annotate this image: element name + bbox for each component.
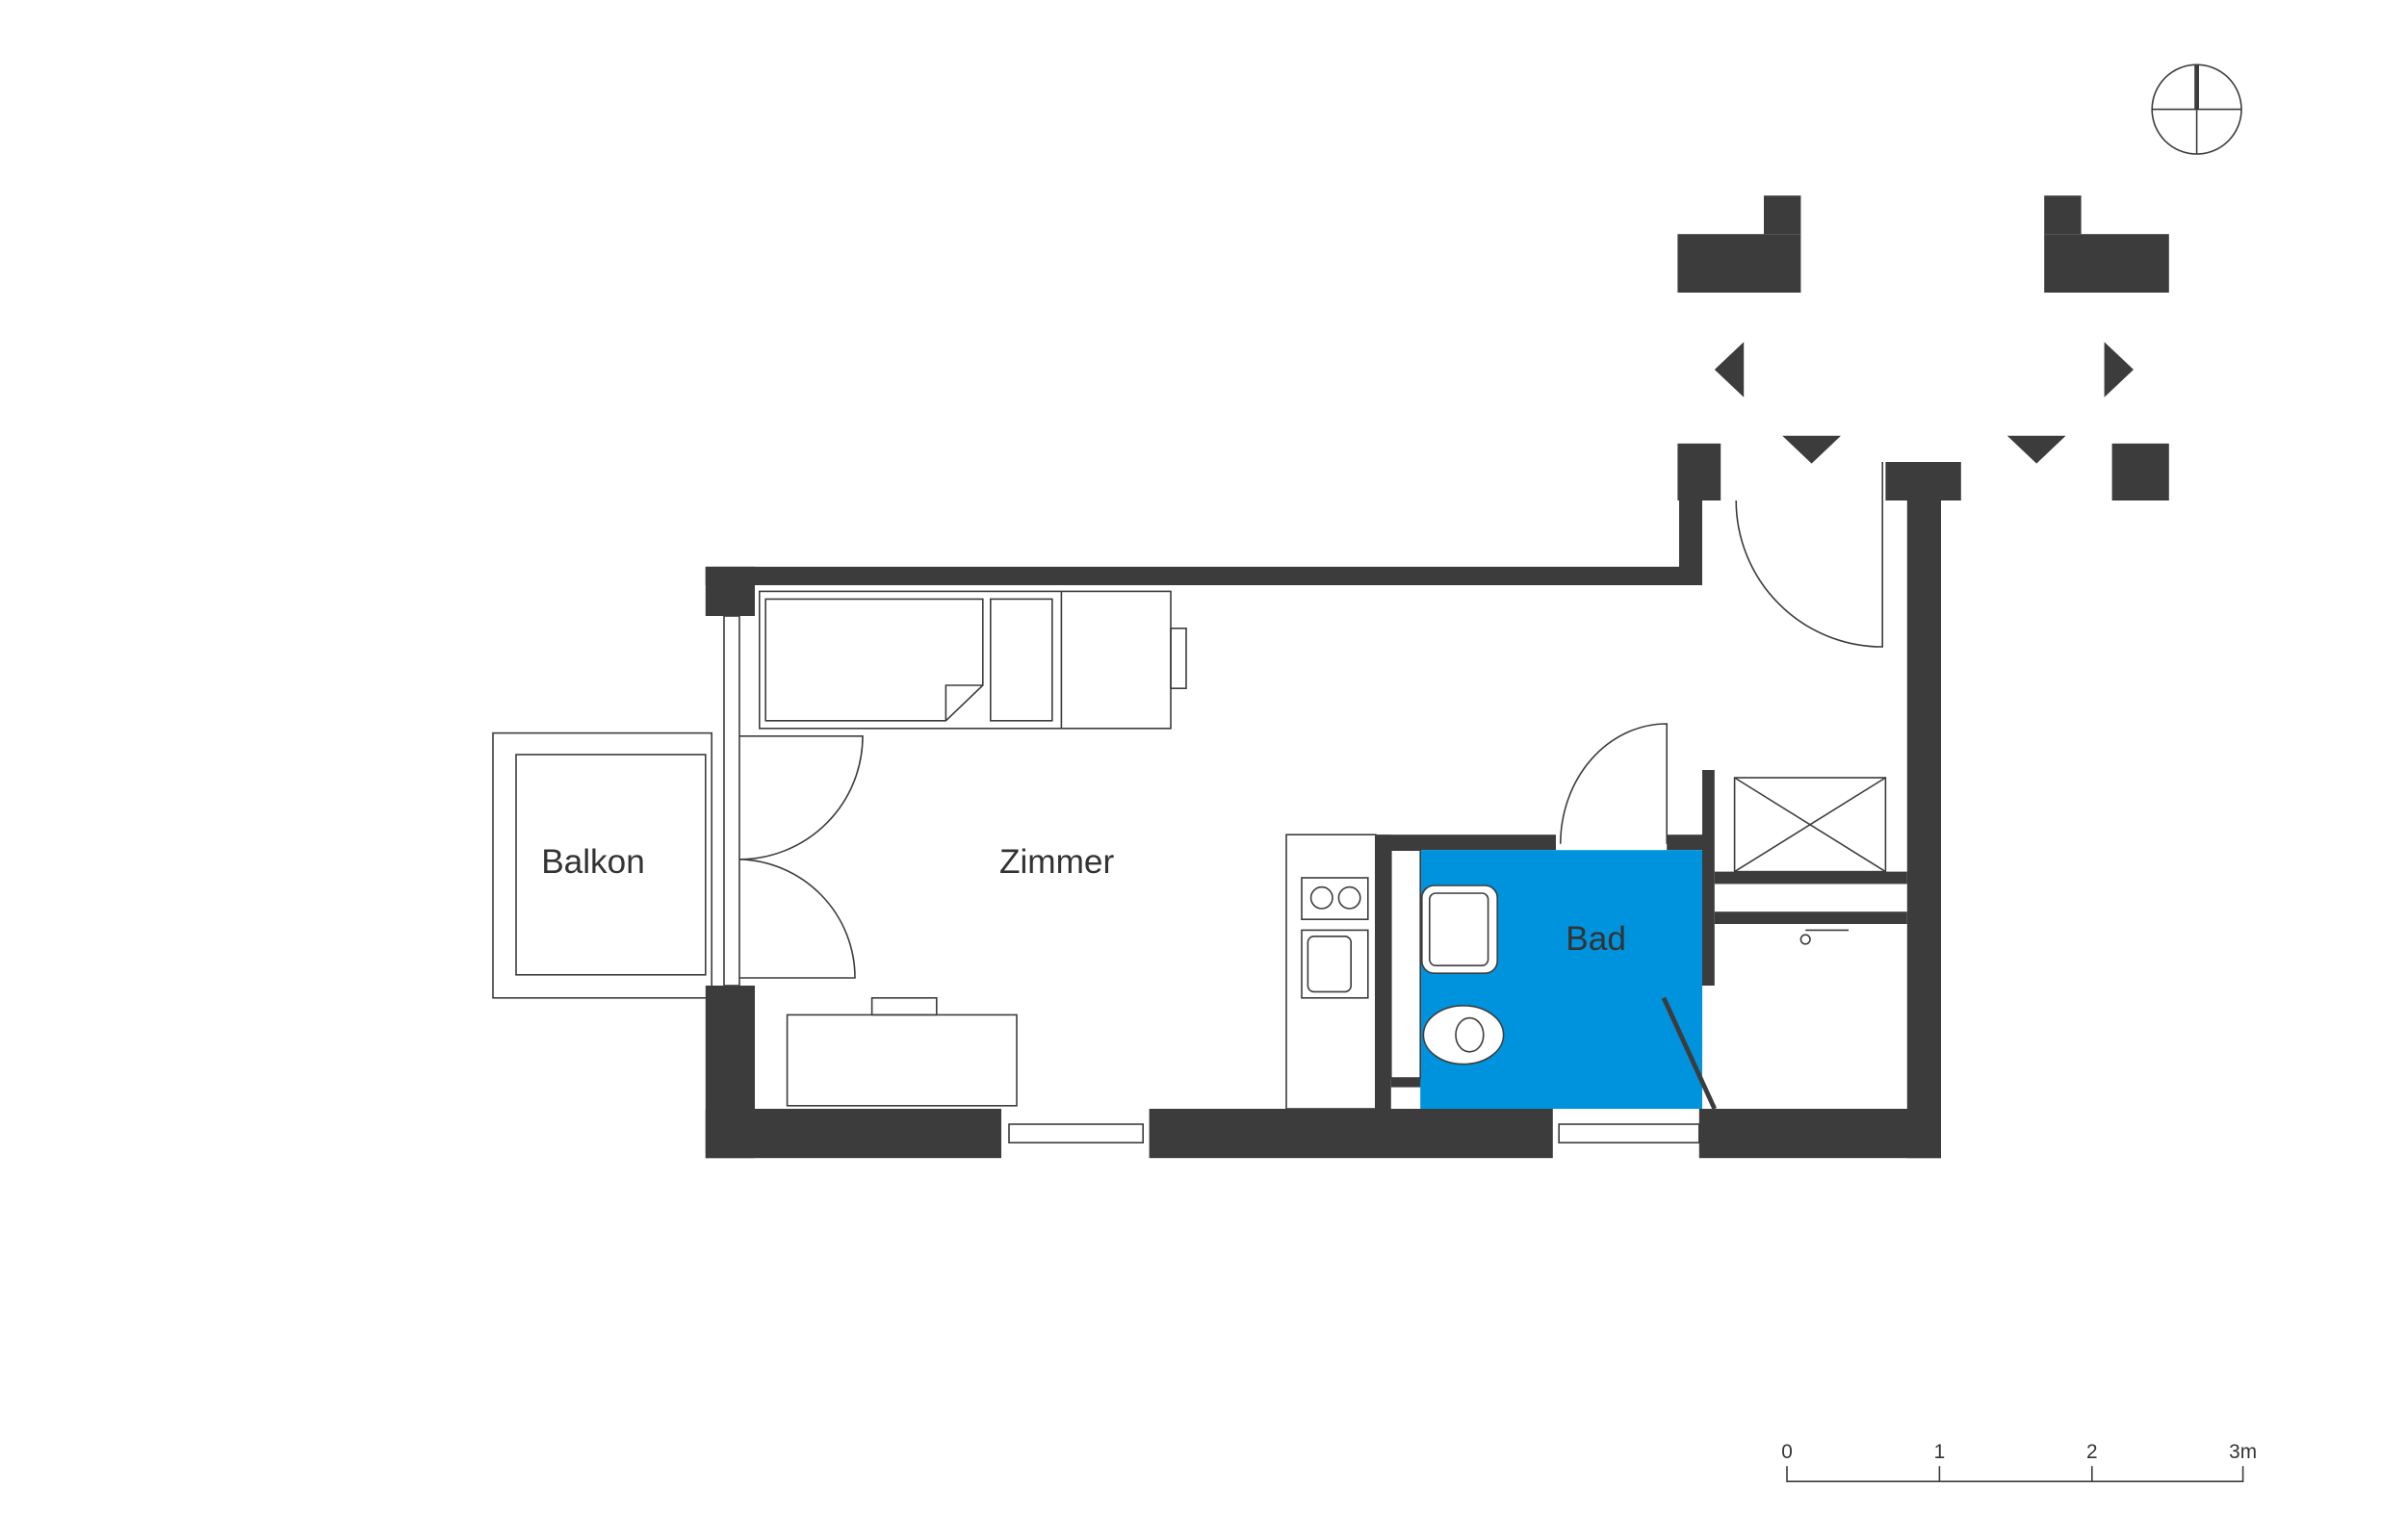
room-label-balcony: Balkon <box>541 843 645 881</box>
scale-tick-2: 2 <box>2086 1441 2098 1463</box>
bathroom: Bad <box>1390 849 1717 1110</box>
balcony-doors[interactable] <box>738 735 864 979</box>
scale-tick-1: 1 <box>1934 1441 1946 1463</box>
direction-arrows <box>1714 342 2134 464</box>
entrance-door[interactable] <box>1735 462 1883 648</box>
room-label-bathroom: Bad <box>1566 920 1626 958</box>
walls <box>705 447 1941 1159</box>
scale-tick-3: 3m <box>2229 1441 2257 1463</box>
shower <box>1733 777 1887 945</box>
north-arrow-icon <box>2151 64 2242 155</box>
scale-bar: 0 1 2 3m <box>1781 1441 2257 1482</box>
scale-tick-0: 0 <box>1781 1441 1793 1463</box>
bed <box>759 590 1187 730</box>
room-label-room: Zimmer <box>999 843 1115 881</box>
bathroom-door[interactable] <box>1560 723 1668 844</box>
kitchenette <box>1285 834 1377 1110</box>
corridor-walls <box>1677 195 2169 500</box>
desk <box>786 997 1018 1107</box>
windows <box>723 615 1700 1144</box>
balcony: Balkon <box>492 732 712 999</box>
